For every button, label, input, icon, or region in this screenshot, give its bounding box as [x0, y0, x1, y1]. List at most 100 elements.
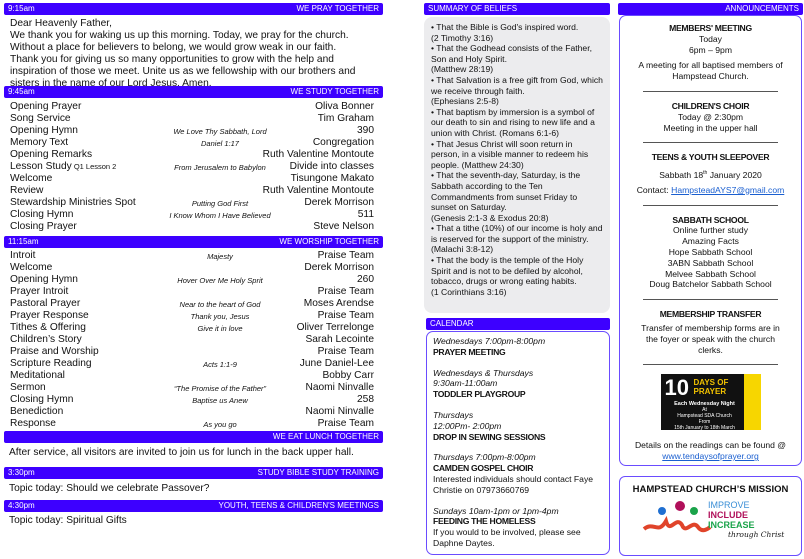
program-row: Sermon“The Promise of the Father”Naomi N… [10, 382, 374, 394]
program-row: Review Ruth Valentine Montoute [10, 185, 374, 197]
program-item: Scripture Reading [10, 358, 92, 369]
announcements-header: ANNOUNCEMENTS [618, 3, 803, 15]
event-time: Thursdays [433, 409, 474, 420]
program-note: Near to the heart of God [179, 300, 261, 309]
program-note: Hover Over Me Holy Sprit [177, 276, 263, 285]
event-time: Wednesdays & Thursdays [433, 367, 534, 378]
program-item: Praise and Worship [10, 346, 99, 357]
sabbath-school-item: Doug Batchelor Sabbath School [649, 279, 772, 290]
lunch-text: After service, all visitors are invited … [9, 447, 354, 458]
section-title: STUDY BIBLE STUDY TRAINING [257, 468, 379, 477]
program-item: Lesson Study Q1 Lesson 2 [10, 161, 117, 172]
choir-title: CHILDREN'S CHOIR [671, 100, 750, 111]
program-row: Welcome Tisungone Makato [10, 173, 374, 185]
tendays-link[interactable]: www.tendaysofprayer.org [662, 451, 759, 462]
program-note: Give it in love [197, 324, 243, 333]
program-item: Review [10, 185, 44, 196]
program-person: Ruth Valentine Montoute [262, 185, 374, 196]
program-item: Welcome [10, 173, 53, 184]
choir-desc: Meeting in the upper hall [663, 122, 758, 133]
program-note: Daniel 1:17 [201, 139, 239, 148]
event-desc: Interested individuals should contact Fa… [433, 473, 594, 495]
program-item: Closing Hymn [10, 209, 74, 220]
event-name: CAMDEN GOSPEL CHOIR [433, 463, 534, 474]
program-row: Closing Prayer Steve Nelson [10, 221, 374, 233]
event-time: Wednesdays 7:00pm-8:00pm [433, 336, 546, 346]
belief-line: (2 Timothy 3:16) [431, 32, 494, 43]
sabbath-school-item: Melvee Sabbath School [665, 268, 756, 279]
sabbath-school-item: 3ABN Sabbath School [667, 257, 754, 268]
prayer-line: sisters in the name of our Lord Jesus. A… [10, 78, 212, 86]
program-item: Closing Prayer [10, 221, 77, 232]
program-item: Introit [10, 250, 36, 261]
mission-box: HAMPSTEAD CHURCH’S MISSION IMPROVE INCLU… [619, 476, 802, 556]
section-title: WE WORSHIP TOGETHER [279, 237, 379, 246]
prayer-text: Dear Heavenly Father,We thank you for wa… [10, 18, 380, 86]
bible-topic: Topic today: Should we celebrate Passove… [9, 483, 210, 494]
program-item: Prayer Introit [10, 286, 69, 297]
program-person: Moses Arendse [303, 298, 374, 309]
prayer-line: We thank you for waking us up this morni… [10, 30, 349, 41]
program-person: Oliver Terrelonge [296, 322, 374, 333]
program-item: Benediction [10, 406, 64, 417]
program-person: Praise Team [317, 250, 374, 261]
program-person: Steve Nelson [313, 221, 374, 232]
program-person: Praise Team [317, 310, 374, 321]
section-title: ANNOUNCEMENTS [725, 4, 799, 13]
program-person: 390 [357, 125, 374, 136]
program-person: Derek Morrison [304, 197, 374, 208]
program-person: Divide into classes [289, 161, 374, 172]
program-item: Opening Remarks [10, 149, 93, 160]
time: 4:30pm [8, 501, 35, 510]
program-note: Thank you, Jesus [190, 312, 250, 321]
program-note: I Know Whom I Have Believed [169, 211, 271, 220]
email-link[interactable]: HampsteadAYS7@gmail.com [671, 184, 785, 195]
program-item: Tithes & Offering [10, 322, 86, 333]
event-time: Thursdays 7:00pm-8:00pm [433, 452, 536, 463]
program-item: Opening Prayer [10, 101, 82, 112]
members-meeting-day: Today [699, 33, 722, 44]
belief-line: • That Salvation is a free gift from God… [431, 74, 603, 96]
program-note: As you go [203, 420, 237, 429]
program-item: Stewardship Ministries Spot [10, 197, 136, 208]
program-person: Bobby Carr [322, 370, 374, 381]
details-text: Details on the readings can be found @ w… [634, 440, 787, 462]
program-item: Memory Text [10, 137, 69, 148]
program-item: Opening Hymn [10, 274, 78, 285]
program-person: Tim Graham [317, 113, 374, 124]
belief-line: • That Jesus Christ will soon return in … [431, 138, 589, 170]
beliefs-header: SUMMARY OF BELIEFS [424, 3, 610, 15]
divider [643, 142, 778, 144]
program-person: Derek Morrison [304, 262, 374, 273]
time: 9:15am [8, 4, 35, 13]
program-note: Majesty [207, 252, 233, 261]
divider [643, 364, 778, 366]
event-name: PRAYER MEETING [433, 346, 506, 357]
event-desc: If you would to be involved, please see … [433, 527, 581, 548]
program-person: Tisungone Makato [290, 173, 374, 184]
event-time: 12:00Pm- 2:00pm [433, 420, 502, 431]
lunch-header: WE EAT LUNCH TOGETHER [4, 431, 383, 443]
program-item: Opening Hymn [10, 125, 78, 136]
belief-line: (Matthew 28:19) [431, 64, 494, 75]
event-name: TODDLER PLAYGROUP [433, 389, 526, 400]
program-person: June Daniel-Lee [299, 358, 374, 369]
